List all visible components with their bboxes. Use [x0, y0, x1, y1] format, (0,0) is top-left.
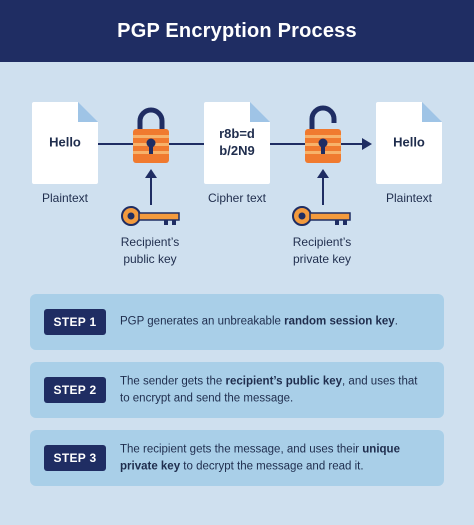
private-key-icon [292, 206, 351, 226]
page-title: PGP Encryption Process [117, 19, 357, 42]
plaintext-caption: Plaintext [41, 191, 89, 205]
title-banner: PGP Encryption Process [0, 0, 474, 62]
step-text-part: . [394, 315, 398, 328]
public-key-caption: Recipient’s public key [120, 235, 180, 266]
step-card: STEP 3 The recipient gets the message, a… [30, 430, 444, 486]
ciphertext-caption: Cipher text [207, 191, 267, 205]
step-card: STEP 1 PGP generates an unbreakable rand… [30, 294, 444, 350]
decrypted-document: Hello [376, 102, 442, 184]
step-text-part: The recipient gets the message, and uses… [120, 443, 363, 456]
step-description: PGP generates an unbreakable random sess… [120, 314, 428, 331]
public-key-icon [121, 206, 180, 226]
plaintext-document: Hello [32, 102, 98, 184]
closed-lock-icon [133, 107, 169, 163]
flow-arrow-head [362, 138, 372, 150]
step-badge: STEP 2 [44, 377, 106, 403]
plaintext-doc-text: Hello [49, 134, 81, 150]
step-text-part: The sender gets the [120, 375, 226, 388]
step-badge: STEP 3 [44, 445, 106, 471]
page-fold [422, 102, 442, 122]
open-lock-icon [305, 105, 341, 163]
step-highlight: recipient’s public key [225, 375, 343, 388]
private-key-caption: Recipient’s private key [292, 235, 352, 266]
encryption-diagram: Hello Plaintext Recipient’s public key r… [0, 62, 474, 282]
decrypted-caption: Plaintext [385, 191, 433, 205]
up-arrow-icon [145, 169, 157, 205]
step-card: STEP 2 The sender gets the recipient’s p… [30, 362, 444, 418]
step-text-part: PGP generates an unbreakable [120, 315, 285, 328]
ciphertext-document: r8b=d b/2N9 [204, 102, 270, 184]
page-fold [78, 102, 98, 122]
step-description: The recipient gets the message, and uses… [120, 441, 428, 474]
step-badge: STEP 1 [44, 309, 106, 335]
step-text-part: , and uses that to encrypt and send the … [120, 375, 418, 404]
decrypted-doc-text: Hello [393, 134, 425, 150]
ciphertext-doc-text: r8b=d b/2N9 [219, 126, 255, 158]
up-arrow-icon [317, 169, 329, 205]
step-highlight: unique private key [120, 443, 400, 472]
step-highlight: random session key [284, 315, 395, 328]
step-text-part: to decrypt the message and read it. [180, 460, 364, 472]
step-description: The sender gets the recipient’s public k… [120, 373, 428, 406]
page-fold [250, 102, 270, 122]
